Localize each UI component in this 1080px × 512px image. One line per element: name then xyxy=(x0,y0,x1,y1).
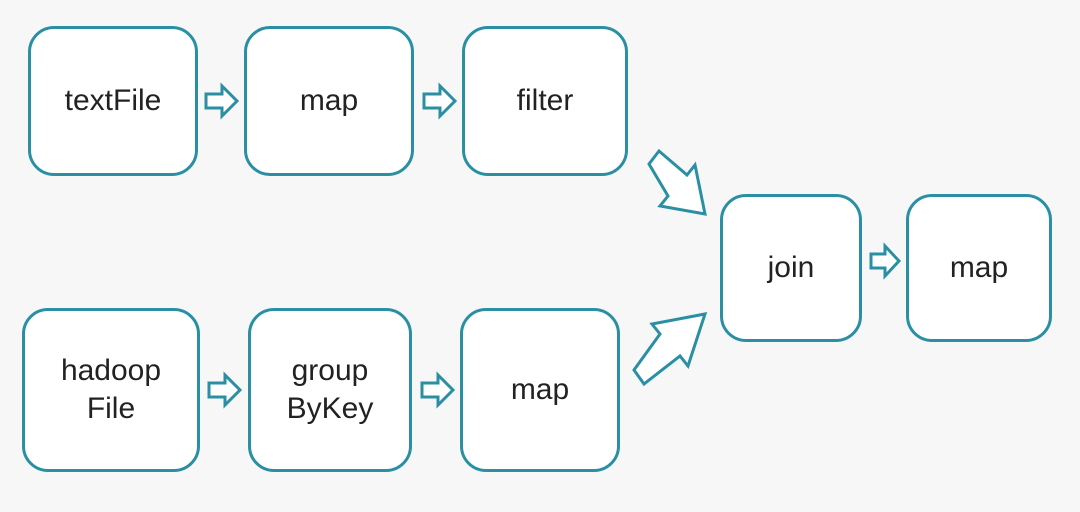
arrow-hadoopfile-to-groupbykey xyxy=(207,371,243,409)
node-textfile: textFile xyxy=(28,26,198,176)
node-filter-label: filter xyxy=(516,84,574,117)
node-map-bottom-label: map xyxy=(510,373,570,406)
arrow-groupbykey-to-map xyxy=(420,371,456,409)
node-map-final-label: map xyxy=(949,251,1009,284)
node-join: join xyxy=(720,194,862,342)
arrow-textfile-to-map xyxy=(204,82,240,120)
arrow-map-to-join xyxy=(632,312,708,387)
node-hadoop-file-label: hadoop File xyxy=(60,354,162,425)
arrow-join-to-map xyxy=(869,242,902,280)
node-filter: filter xyxy=(462,26,628,176)
node-group-by-key: group ByKey xyxy=(248,308,412,472)
node-hadoop-file: hadoop File xyxy=(22,308,200,472)
node-join-label: join xyxy=(767,251,815,284)
node-map-top-label: map xyxy=(299,84,359,117)
node-textfile-label: textFile xyxy=(64,84,162,117)
node-map-final: map xyxy=(906,194,1052,342)
node-group-by-key-label: group ByKey xyxy=(286,354,374,425)
arrow-map-to-filter xyxy=(422,82,458,120)
node-map-top: map xyxy=(244,26,414,176)
node-map-bottom: map xyxy=(460,308,620,472)
arrow-filter-to-join xyxy=(647,148,707,216)
